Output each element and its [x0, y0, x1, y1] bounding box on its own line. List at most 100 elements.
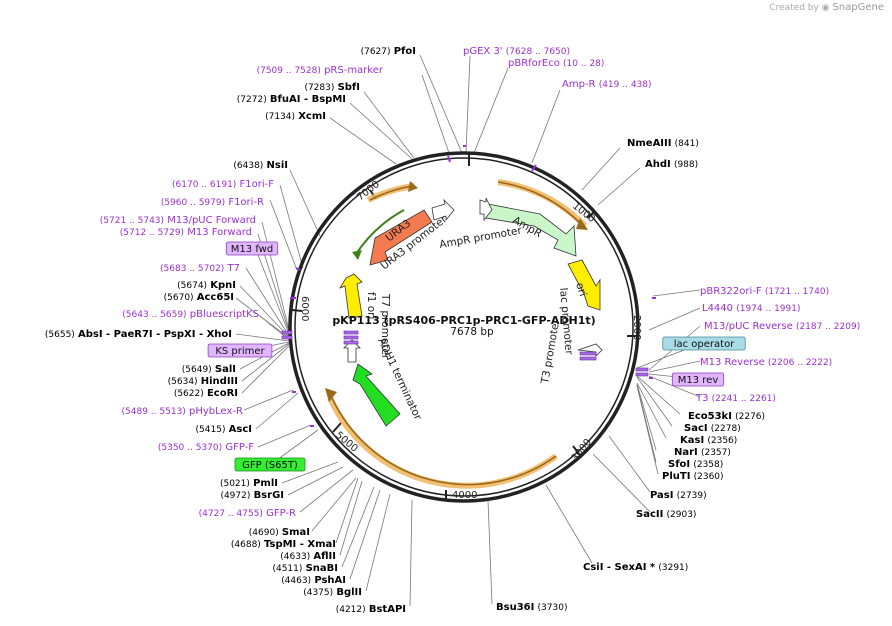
site-position: (4463): [281, 576, 311, 586]
site-name: pBluescriptKS: [190, 309, 259, 320]
feature-box: [207, 343, 273, 358]
primer-label: (7509 .. 7528) pRS-marker: [257, 65, 384, 76]
mcs-markers: [281, 330, 649, 377]
site-position: (419 .. 438): [599, 80, 652, 90]
feature-box: [234, 457, 306, 472]
arc-arrowhead: [325, 388, 337, 402]
enzyme-label: CsiI - SexAI * (3291): [583, 562, 688, 573]
site-name: SbfI: [338, 82, 360, 93]
enzyme-label: (5634) HindIII: [168, 376, 238, 387]
plasmid-name: pKP113 (pRS406-PRC1p-PRC1-GFP-ADH1t): [332, 314, 595, 327]
ring-tick-labels: 1000 2000 3000 4000 5000 6000 7000: [299, 179, 642, 501]
ori-label: ori: [573, 281, 589, 298]
site-position: (6170 .. 6191): [172, 180, 236, 190]
primer-label: (5712 .. 5729) M13 Forward: [120, 227, 252, 238]
site-position: (5712 .. 5729): [120, 228, 184, 238]
feature-box-label: M13 rev: [678, 375, 719, 386]
enzyme-label: (4972) BsrGI: [220, 490, 284, 501]
enzyme-label: Bsu36I (3730): [496, 602, 567, 613]
enzyme-label: (5674) KpnI: [177, 280, 236, 291]
green-arc: [355, 209, 405, 255]
site-name: L4440: [702, 303, 733, 314]
site-position: (2206 .. 2222): [768, 358, 832, 368]
site-name: M13/pUC Reverse: [704, 321, 793, 332]
enzyme-label: PasI (2739): [650, 490, 707, 501]
site-position: (4972): [220, 491, 250, 501]
arc-arrowhead: [352, 250, 362, 260]
enzyme-label: (4688) TspMI - XmaI: [231, 539, 336, 550]
ampr-feature-arrow: [485, 203, 577, 257]
enzyme-label: (4212) BstAPI: [336, 604, 406, 615]
site-position: (7134): [265, 112, 295, 122]
tick-label: 3000: [570, 437, 594, 464]
site-name: T3: [695, 393, 708, 404]
t3-promoter-label: T3 promoter: [539, 318, 562, 386]
primer-label: (5350 .. 5370) GFP-F: [158, 442, 254, 453]
site-position: (2241 .. 2261): [712, 394, 776, 404]
enzyme-label: PluTI (2360): [662, 471, 724, 482]
primer-label: M13/pUC Reverse (2187 .. 2209): [704, 321, 860, 332]
site-name: F1ori-R: [228, 197, 264, 208]
site-name: PmlI: [253, 478, 278, 489]
site-name: Amp-R: [562, 79, 596, 90]
feature-box-label: lac operator: [674, 339, 735, 350]
enzyme-label: SacII (2903): [636, 509, 696, 520]
site-name: CsiI - SexAI *: [583, 562, 656, 573]
site-name: NmeAIII: [627, 138, 671, 149]
arc-arrowhead: [576, 218, 588, 230]
primer-label: (5960 .. 5979) F1ori-R: [161, 197, 264, 208]
site-name: BstAPI: [369, 604, 406, 615]
site-position: (4688): [231, 540, 261, 550]
site-position: (2276): [735, 412, 765, 422]
site-name: GFP-R: [266, 508, 296, 519]
enzyme-label: (5021) PmlI: [220, 478, 278, 489]
site-position: (7272): [237, 95, 267, 105]
site-position: (3291): [658, 563, 688, 573]
site-name: SacII: [636, 509, 663, 520]
tick-label: 6000: [299, 296, 310, 321]
snapgene-credit: Created by ◉ SnapGene: [769, 2, 884, 13]
site-name: M13/pUC Forward: [167, 215, 256, 226]
site-position: (5649): [182, 365, 212, 375]
primer-label: pBR322ori-F (1721 .. 1740): [700, 286, 829, 297]
site-name: M13 Forward: [187, 227, 252, 238]
site-name: KasI: [680, 435, 704, 446]
tick-label: 2000: [631, 315, 642, 340]
snapgene-logo-icon: ◉: [821, 3, 830, 13]
site-position: (7509 .. 7528): [257, 66, 321, 76]
site-position: (4690): [249, 528, 279, 538]
feature-box: [662, 336, 746, 351]
gfp-feature-arrow: [352, 363, 401, 427]
t7-promoter-label: T7 promoter: [379, 293, 391, 360]
site-name: M13 Reverse: [700, 357, 765, 368]
f1ori-feature-arrow: [339, 273, 363, 319]
site-name: Acc65I: [197, 292, 234, 303]
site-name: NsiI: [267, 160, 288, 171]
enzyme-label: (5649) SalI: [182, 364, 236, 375]
site-name: SnaBI: [306, 563, 338, 574]
site-name: PshAI: [314, 575, 346, 586]
ring-ticks: [291, 153, 637, 501]
site-name: AhdI: [645, 159, 671, 170]
primer-label: pGEX 3' (7628 .. 7650): [463, 46, 570, 57]
enzyme-label: (5622) EcoRI: [174, 388, 238, 399]
site-position: (2356): [707, 436, 737, 446]
site-position: (5489 .. 5513): [122, 407, 186, 417]
primer-label: M13 Reverse (2206 .. 2222): [700, 357, 832, 368]
site-name: SfoI: [668, 459, 690, 470]
site-position: (6438): [233, 161, 263, 171]
site-position: (5350 .. 5370): [158, 443, 222, 453]
primer-marks: [290, 145, 656, 427]
site-position: (988): [674, 160, 698, 170]
site-position: (2739): [677, 491, 707, 501]
site-name: F1ori-F: [240, 179, 275, 190]
site-position: (2357): [701, 448, 731, 458]
lac-promoter-label: lac promoter: [557, 287, 575, 356]
site-name: TspMI - XmaI: [264, 539, 336, 550]
enzyme-label: (4375) BglII: [303, 587, 362, 598]
site-name: pBRforEco: [508, 58, 560, 69]
site-position: (5721 .. 5743): [100, 216, 164, 226]
enzyme-label: SacI (2278): [684, 423, 741, 434]
